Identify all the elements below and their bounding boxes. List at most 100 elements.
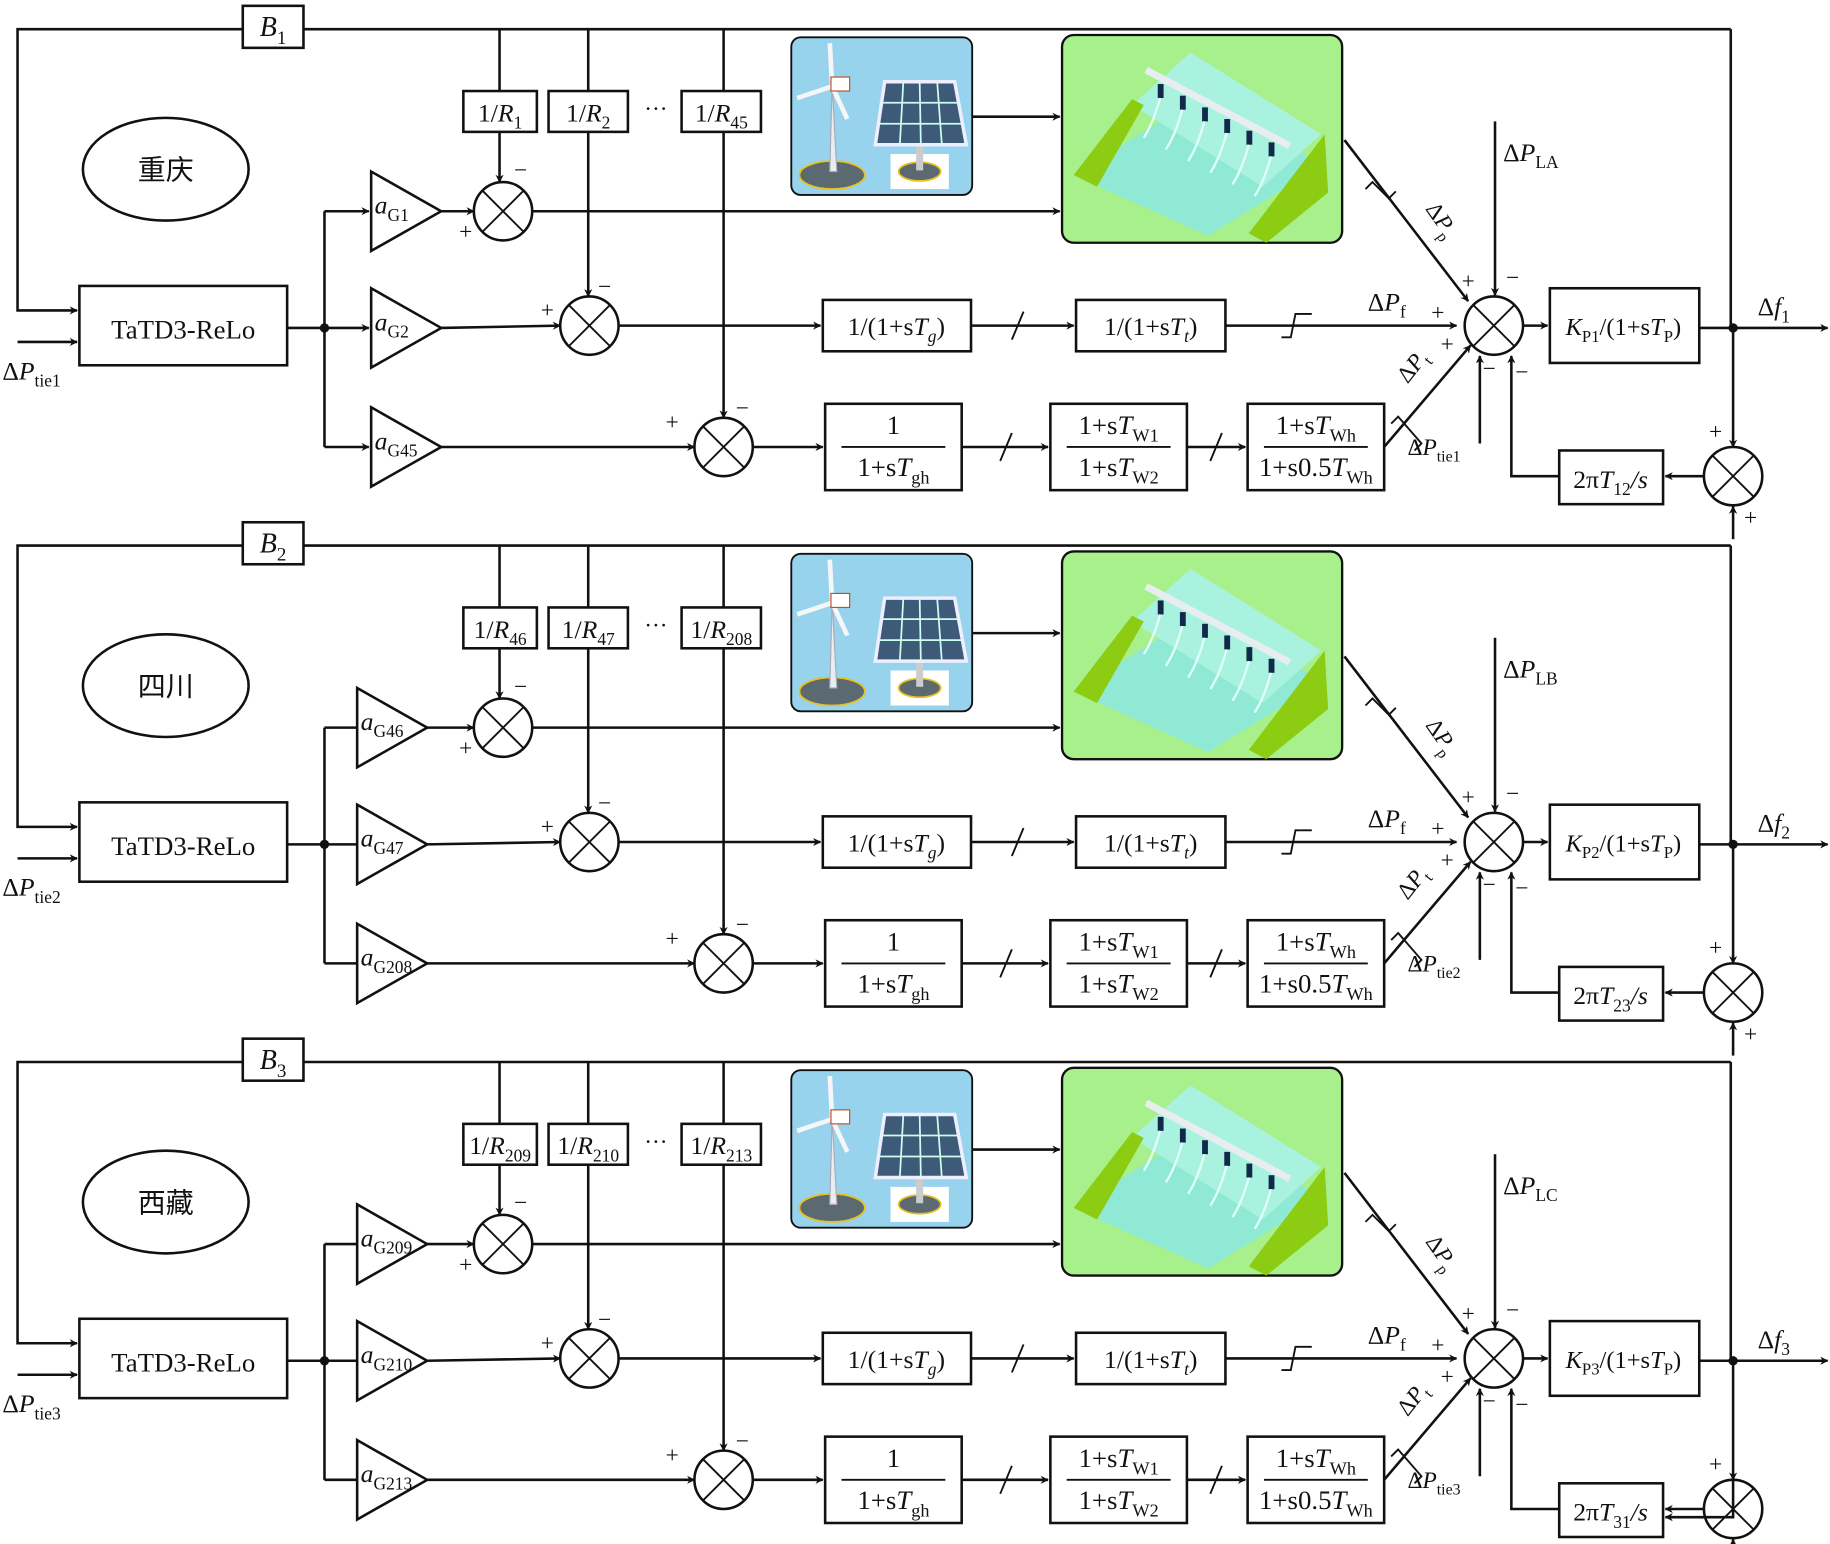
tie-power-input-label: ΔPtie3 bbox=[2, 1389, 61, 1423]
spillway-gate bbox=[1224, 119, 1231, 134]
gain-shape bbox=[355, 921, 430, 1006]
denominator: 1+sTgh bbox=[857, 452, 929, 488]
summing-junction bbox=[472, 1213, 534, 1275]
plus-sign: + bbox=[1709, 419, 1722, 445]
dam-crest bbox=[1144, 66, 1292, 149]
spillway-flow bbox=[1231, 660, 1250, 702]
plus-sign: + bbox=[1744, 505, 1757, 531]
spillway-flow bbox=[1142, 97, 1162, 139]
right-bank bbox=[1248, 134, 1329, 243]
summing-junction bbox=[1702, 962, 1764, 1024]
delay-slash-icon bbox=[1011, 1344, 1025, 1373]
governor-box bbox=[821, 815, 973, 869]
numerator: 1 bbox=[887, 927, 900, 957]
bias-gain-box bbox=[241, 4, 305, 50]
droop-gain-label: 1/R46 bbox=[474, 615, 527, 649]
gain-triangle: aG46 bbox=[355, 685, 430, 770]
minus-sign: − bbox=[598, 1307, 611, 1333]
gain-triangle: aG45 bbox=[369, 405, 444, 489]
controller-box bbox=[78, 1317, 289, 1400]
panel-grid bbox=[879, 81, 962, 145]
plus-sign: + bbox=[541, 297, 554, 323]
plus-sign: + bbox=[459, 1252, 472, 1278]
left-bank bbox=[1073, 615, 1144, 704]
numerator: 1 bbox=[887, 1443, 900, 1473]
minus-sign: − bbox=[514, 674, 527, 700]
governor-box bbox=[821, 298, 973, 353]
plus-sign: + bbox=[666, 926, 679, 952]
minus-sign: − bbox=[1483, 872, 1496, 898]
renewable-power-line bbox=[1343, 1172, 1470, 1335]
rate-limiter-icon bbox=[1390, 1448, 1423, 1484]
plus-sign: + bbox=[541, 1330, 554, 1356]
minus-sign: − bbox=[1515, 359, 1528, 385]
rate-limiter-icon bbox=[1364, 180, 1397, 200]
plus-sign: + bbox=[1431, 300, 1444, 326]
controller-box bbox=[78, 284, 289, 367]
summing-cross bbox=[568, 304, 611, 347]
gain-2-out bbox=[427, 838, 562, 847]
delta-f-label: Δf1 bbox=[1758, 292, 1790, 326]
gain-2-out bbox=[427, 1354, 562, 1363]
plus-sign: + bbox=[1441, 1364, 1454, 1390]
summing-junction bbox=[693, 416, 755, 478]
bias-feedback-line bbox=[16, 27, 243, 315]
turbine-tower bbox=[829, 1116, 838, 1205]
bias-gain-label: B3 bbox=[260, 1045, 287, 1082]
minus-sign: − bbox=[1515, 1392, 1528, 1418]
load-disturbance-label: ΔPLA bbox=[1503, 138, 1559, 172]
droop-gain-label: 1/R47 bbox=[562, 615, 615, 649]
delay-slash-icon bbox=[999, 432, 1013, 462]
tie-power-input-label: ΔPtie1 bbox=[2, 356, 60, 390]
gain-shape bbox=[355, 685, 430, 770]
spillway-gate bbox=[1224, 635, 1231, 650]
delta-pf-label: ΔPf bbox=[1368, 287, 1406, 321]
gain-triangle: aG208 bbox=[355, 921, 430, 1006]
spillway-flow bbox=[1187, 121, 1206, 162]
minus-sign: − bbox=[514, 1190, 527, 1216]
minus-sign: − bbox=[736, 1428, 749, 1454]
spillway-flow bbox=[1142, 614, 1162, 655]
summing-junction bbox=[558, 1327, 620, 1389]
bias-gain-label: B2 bbox=[260, 529, 287, 566]
numerator: 1 bbox=[887, 410, 900, 440]
turbine-tower bbox=[829, 600, 838, 689]
summing-junction bbox=[472, 180, 534, 242]
power-system-label: KP1/(1+sTP) bbox=[1565, 314, 1682, 346]
hydro-governor: 11+sTgh bbox=[823, 1435, 963, 1525]
delta-pf-label: ΔPf bbox=[1368, 1320, 1406, 1354]
summing-cross bbox=[1711, 971, 1755, 1014]
delay-slash-icon bbox=[1011, 311, 1025, 340]
numerator: 1+sTWh bbox=[1276, 927, 1356, 963]
spillway-flow bbox=[1253, 1188, 1273, 1230]
hydro-governor: 1 1+sTgh bbox=[823, 918, 963, 1008]
spillway-gate bbox=[1224, 1151, 1231, 1166]
spillway-gate bbox=[1179, 1128, 1186, 1143]
tie-feedback-line bbox=[1507, 871, 1560, 994]
panel-grid bbox=[879, 1114, 962, 1178]
spillway-flow bbox=[1187, 637, 1206, 679]
delay-slash-icon bbox=[1209, 949, 1223, 978]
denominator: 1+sTgh bbox=[857, 969, 929, 1005]
rate-limiter-icon bbox=[1390, 415, 1423, 452]
gain-label: aG47 bbox=[361, 824, 404, 858]
hydro-power-line bbox=[1383, 861, 1472, 965]
delta-pt-label: ΔPt bbox=[1392, 861, 1437, 907]
rate-limiter-icon bbox=[1281, 1345, 1312, 1372]
minus-sign: − bbox=[736, 912, 749, 938]
area-name-ellipse bbox=[81, 1149, 250, 1255]
spillway-gate bbox=[1179, 612, 1186, 627]
tie-feedback-line bbox=[1507, 1387, 1560, 1511]
spillway-flow bbox=[1187, 1153, 1206, 1195]
minus-sign: − bbox=[736, 395, 749, 421]
plus-sign: + bbox=[1744, 1022, 1757, 1048]
plus-sign: + bbox=[459, 736, 472, 762]
spillway-gate bbox=[1202, 623, 1208, 638]
plus-sign: + bbox=[1462, 1301, 1475, 1327]
spillway-flow bbox=[1209, 132, 1228, 174]
governor-label: 1/(1+sTg) bbox=[848, 828, 945, 862]
hydro-power-line bbox=[1383, 344, 1472, 448]
